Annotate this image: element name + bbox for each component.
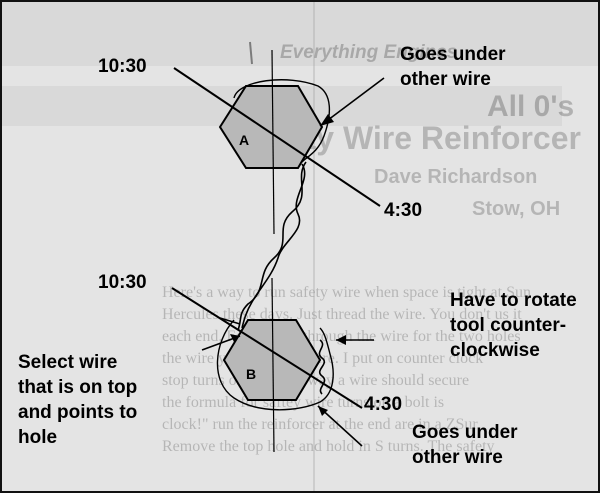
background-city-text: Stow, OH: [472, 198, 561, 220]
bolt-b-centerline: [271, 277, 275, 453]
bolt-a-centerline: [271, 49, 275, 235]
twisted-wire-strand: [237, 161, 307, 331]
background-big-text: All 0's: [487, 90, 575, 123]
arrow-bottom-left-time: [219, 317, 241, 325]
label-time-430-bottom: 4:30: [364, 394, 403, 415]
background-rule: [249, 41, 253, 65]
bolt-b-clock-line: [171, 287, 363, 409]
background-body-line: the formula for saftey wire turns on a b…: [162, 394, 445, 411]
top-wire-loop: [233, 79, 331, 163]
background-banner-text: Everything Engines: [280, 42, 458, 63]
label-select-wire: Select wire that is on top and points to…: [18, 352, 138, 448]
arrowhead: [336, 335, 346, 345]
background-body-line: Hercules these days. Just thread the wir…: [162, 306, 522, 323]
bottom-wire-coil: [318, 339, 326, 395]
bottom-wire-loop: [216, 319, 334, 411]
hex-bolt-b: [222, 319, 322, 401]
background-body-line: Here's a way to run safety wire when spa…: [162, 284, 531, 301]
arrowhead: [320, 114, 334, 126]
background-body-line: clock!" run the reinforcer at the end ar…: [162, 416, 478, 433]
hex-label-a: A: [239, 132, 250, 148]
arrowhead: [318, 406, 328, 416]
bolt-a-clock-line: [173, 67, 381, 207]
arrowhead: [230, 334, 240, 342]
label-time-1030-top: 10:30: [98, 56, 147, 77]
label-goes-under-top: Goes under other wire: [400, 44, 506, 90]
hex-label-b: B: [246, 366, 257, 382]
background-author-text: Dave Richardson: [374, 166, 538, 188]
background-banner-band: [2, 2, 598, 66]
label-time-1030-bottom: 10:30: [98, 272, 147, 293]
background-body-line: Remove the top hole and hold in S turns.…: [162, 438, 495, 455]
label-rotate-tool: Have to rotate tool counter- clockwise: [450, 290, 577, 361]
label-goes-under-bottom: Goes under other wire: [412, 422, 518, 468]
twisted-wire-strand: [241, 163, 306, 329]
hex-bolt-a: [218, 85, 324, 169]
label-time-430-top: 4:30: [384, 200, 423, 221]
